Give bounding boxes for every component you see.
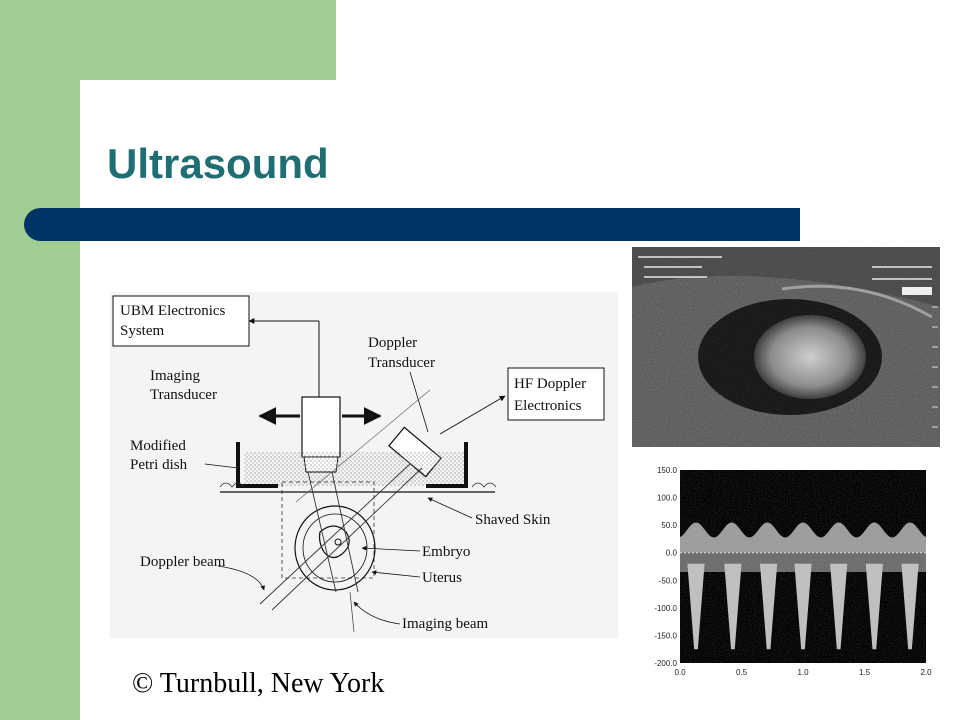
hf-doppler-label-line1: HF Doppler xyxy=(514,376,586,392)
shaved-skin-label: Shaved Skin xyxy=(475,512,551,528)
petri-dish-label-line1: Modified xyxy=(130,438,186,454)
doppler-transducer-label-line2: Transducer xyxy=(368,355,435,371)
doppler-transducer-label-line1: Doppler xyxy=(368,335,417,351)
imaging-field xyxy=(281,481,375,579)
ubm-label-line2: System xyxy=(120,323,165,339)
x-tick-label: 2.0 xyxy=(920,668,932,677)
x-tick-label: 0.0 xyxy=(674,668,686,677)
slide-title: Ultrasound xyxy=(107,140,329,187)
x-tick-label: 1.5 xyxy=(859,668,871,677)
x-tick-label: 0.5 xyxy=(736,668,748,677)
y-tick-label: 100.0 xyxy=(657,494,678,503)
hf-doppler-box xyxy=(507,367,605,421)
embryo-label: Embryo xyxy=(422,544,470,560)
y-tick-label: 50.0 xyxy=(661,521,677,530)
ubm-label-line1: UBM Electronics xyxy=(120,303,226,319)
ultrasound-bmode-image xyxy=(632,247,940,447)
y-tick-label: 0.0 xyxy=(666,549,678,558)
uterus xyxy=(294,505,376,591)
petri-dish xyxy=(236,442,468,488)
imaging-transducer-label-line1: Imaging xyxy=(150,368,200,384)
petri-dish-label-line2: Petri dish xyxy=(130,457,188,473)
y-tick-label: -150.0 xyxy=(654,631,677,640)
y-tick-label: 150.0 xyxy=(657,466,678,475)
y-tick-label: -200.0 xyxy=(654,659,677,668)
image-credit: © Turnbull, New York xyxy=(132,668,385,699)
title-underline-bar xyxy=(24,208,800,241)
hf-doppler-cable xyxy=(439,395,506,435)
hf-doppler-label-line2: Electronics xyxy=(514,398,582,414)
imaging-beam-path xyxy=(307,471,359,593)
y-tick-label: -50.0 xyxy=(659,576,678,585)
imaging-beam-label: Imaging beam xyxy=(402,616,489,632)
imaging-transducer-label-line2: Transducer xyxy=(150,387,217,403)
y-tick-label: -100.0 xyxy=(654,604,677,613)
uterus-label: Uterus xyxy=(422,570,462,586)
doppler-beam-path xyxy=(259,463,411,605)
imaging-transducer xyxy=(301,396,341,458)
petri-dish-gel xyxy=(244,452,466,486)
doppler-spectrogram: 150.0 100.0 50.0 0.0 -50.0 -100.0 -150.0 -200.0… xyxy=(650,460,940,685)
doppler-beam-label: Doppler beam xyxy=(140,554,226,570)
overlay-text-marks xyxy=(638,256,932,280)
ubm-schematic-diagram: UBM Electronics System Imaging Transduce… xyxy=(110,292,618,638)
embryo xyxy=(318,525,350,559)
accent-bar-left xyxy=(0,0,80,720)
x-tick-label: 1.0 xyxy=(797,668,809,677)
